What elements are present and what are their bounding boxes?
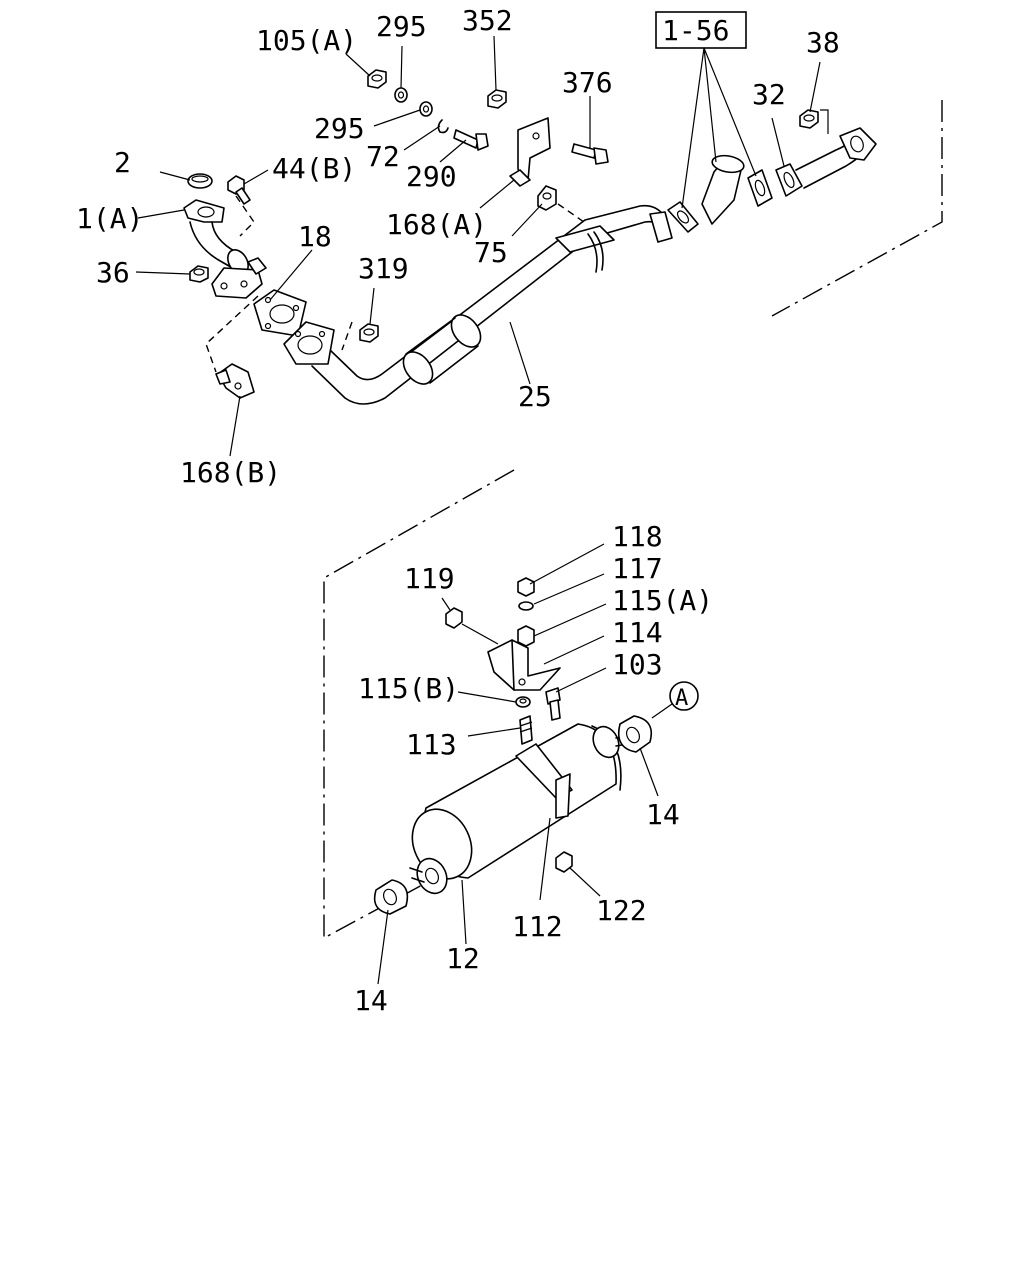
gasket-1-56-right [747,169,773,207]
label-117: 117 [612,552,663,585]
bolt-103 [545,687,561,721]
lower-section-boundary [323,469,515,940]
bracket-168a [509,117,551,187]
muffler-bracket-112 [515,743,573,819]
insulator-115b [515,696,531,708]
pipe-end-flange [649,211,673,243]
bracket-114 [487,639,561,691]
label-2: 2 [114,146,131,179]
label-18: 18 [298,220,332,253]
nut-36 [189,265,209,283]
washer-117 [518,601,534,611]
washer-295-upper [394,87,408,103]
insulator-115a [517,625,535,647]
label-72: 72 [366,140,400,173]
label-1-56: 1-56 [662,14,729,47]
label-118: 118 [612,520,663,553]
label-115a: 115(A) [612,584,713,617]
label-113: 113 [406,728,457,761]
label-114: 114 [612,616,663,649]
label-122: 122 [596,894,647,927]
front-pipe-1a [183,199,267,299]
label-box-1-56 [655,11,747,49]
upper-section-boundary [771,100,943,317]
label-25: 25 [518,380,552,413]
label-circle-a: A [675,686,688,711]
label-103: 103 [612,648,663,681]
label-115b: 115(B) [358,672,459,705]
nut-105a [367,69,387,89]
label-168a: 168(A) [386,208,487,241]
label-14-rear: 14 [646,798,680,831]
label-105a: 105(A) [256,24,357,57]
label-44b: 44(B) [272,152,356,185]
gasket-14-rear [617,715,653,753]
nut-352 [487,89,507,109]
label-38: 38 [806,26,840,59]
bolt-376 [571,143,609,165]
label-119: 119 [404,562,455,595]
converter-pipe-1-56 [701,154,745,225]
bolt-290 [453,129,489,151]
label-12: 12 [446,942,480,975]
reference-circle-a [669,681,699,711]
pipe-hanger-bracket [555,225,615,273]
label-14-front: 14 [354,984,388,1017]
bolt-44b [227,175,251,205]
label-36: 36 [96,256,130,289]
gasket-14-front [373,879,409,915]
gasket-18 [253,289,307,337]
nut-118 [517,577,535,597]
gasket-32 [775,163,803,197]
dashed-connectors [205,195,585,373]
insulator-75 [537,185,557,211]
gasket-1-56-left [667,201,699,233]
stud-113 [519,715,533,745]
rear-pipe-38 [795,127,877,189]
gasket-2 [187,173,213,189]
label-319: 319 [358,252,409,285]
part-labels: 105(A) 295 352 1-56 38 376 32 295 72 2 4… [76,4,840,1017]
nut-38 [799,109,819,129]
label-32: 32 [752,78,786,111]
front-pipe-flange [283,321,335,365]
nut-119 [445,607,463,629]
label-75: 75 [474,236,508,269]
muffler-rear-flange [592,725,629,759]
label-295-upper: 295 [376,10,427,43]
washer-295-lower [419,101,433,117]
bracket-168b [215,363,255,399]
label-290: 290 [406,160,457,193]
nut-122 [555,851,573,873]
label-352: 352 [462,4,513,37]
label-168b: 168(B) [180,456,281,489]
label-376: 376 [562,66,613,99]
leader-lines [135,35,829,985]
label-295-lower: 295 [314,112,365,145]
muffler-front-flange [409,857,448,895]
label-112: 112 [512,910,563,943]
label-1a: 1(A) [76,202,143,235]
clip-72 [437,119,449,134]
nut-319 [359,323,379,343]
